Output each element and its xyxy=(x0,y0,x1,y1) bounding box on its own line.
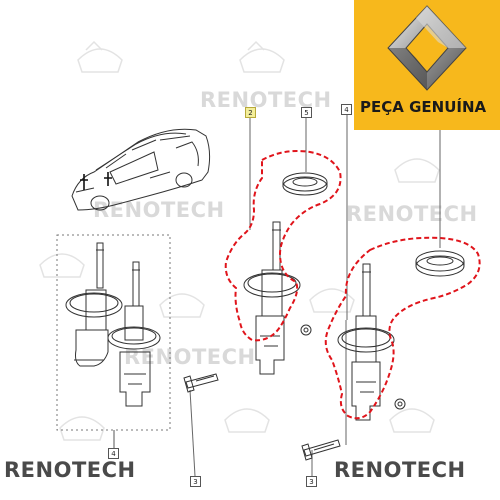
shock-absorber-right xyxy=(337,263,395,421)
highlight-outline-middle xyxy=(224,150,342,342)
shock-absorber-middle xyxy=(243,221,301,375)
bolt-left xyxy=(183,373,219,393)
shock-absorber-left-front xyxy=(107,261,161,407)
watermark-text: RENOTECH xyxy=(334,458,466,482)
callout-4-top: 4 xyxy=(341,104,352,115)
renault-diamond-icon xyxy=(387,5,467,91)
watermark-car-icon xyxy=(39,253,85,278)
callout-4-bottom: 4 xyxy=(108,448,119,459)
nut-right xyxy=(394,398,406,410)
watermark-car-icon xyxy=(239,40,285,73)
callout-3-right: 3 xyxy=(306,476,317,487)
callout-2: 2 xyxy=(245,107,256,118)
watermark-text: RENOTECH xyxy=(124,345,256,369)
watermark-car-icon xyxy=(309,288,355,313)
genuine-part-badge: PEÇA GENUÍNA xyxy=(354,0,500,130)
watermark-car-icon xyxy=(389,408,435,433)
assembly-view-box xyxy=(56,234,171,431)
strut-mount-bearing-middle xyxy=(282,172,328,196)
watermark-text: RENOTECH xyxy=(346,202,478,226)
watermark-car-icon xyxy=(59,416,105,441)
callout-3-left: 3 xyxy=(190,476,201,487)
genuine-part-label: PEÇA GENUÍNA xyxy=(360,98,487,116)
callout-5: 5 xyxy=(301,107,312,118)
bolt-right xyxy=(301,439,341,461)
leader-line xyxy=(189,389,196,477)
highlight-outline-right xyxy=(324,236,481,420)
nut-middle xyxy=(300,324,312,336)
car-strut-markers xyxy=(80,172,112,190)
watermark-text: RENOTECH xyxy=(93,198,225,222)
watermark-text: RENOTECH xyxy=(4,458,136,482)
watermark-car-icon xyxy=(394,158,440,183)
shock-absorber-left-rear xyxy=(65,242,123,367)
strut-mount-bearing-right xyxy=(415,250,465,277)
watermark-car-icon xyxy=(159,293,205,318)
watermark-car-icon xyxy=(224,408,270,433)
watermark-car-icon xyxy=(77,40,123,73)
car-icon xyxy=(71,128,211,211)
